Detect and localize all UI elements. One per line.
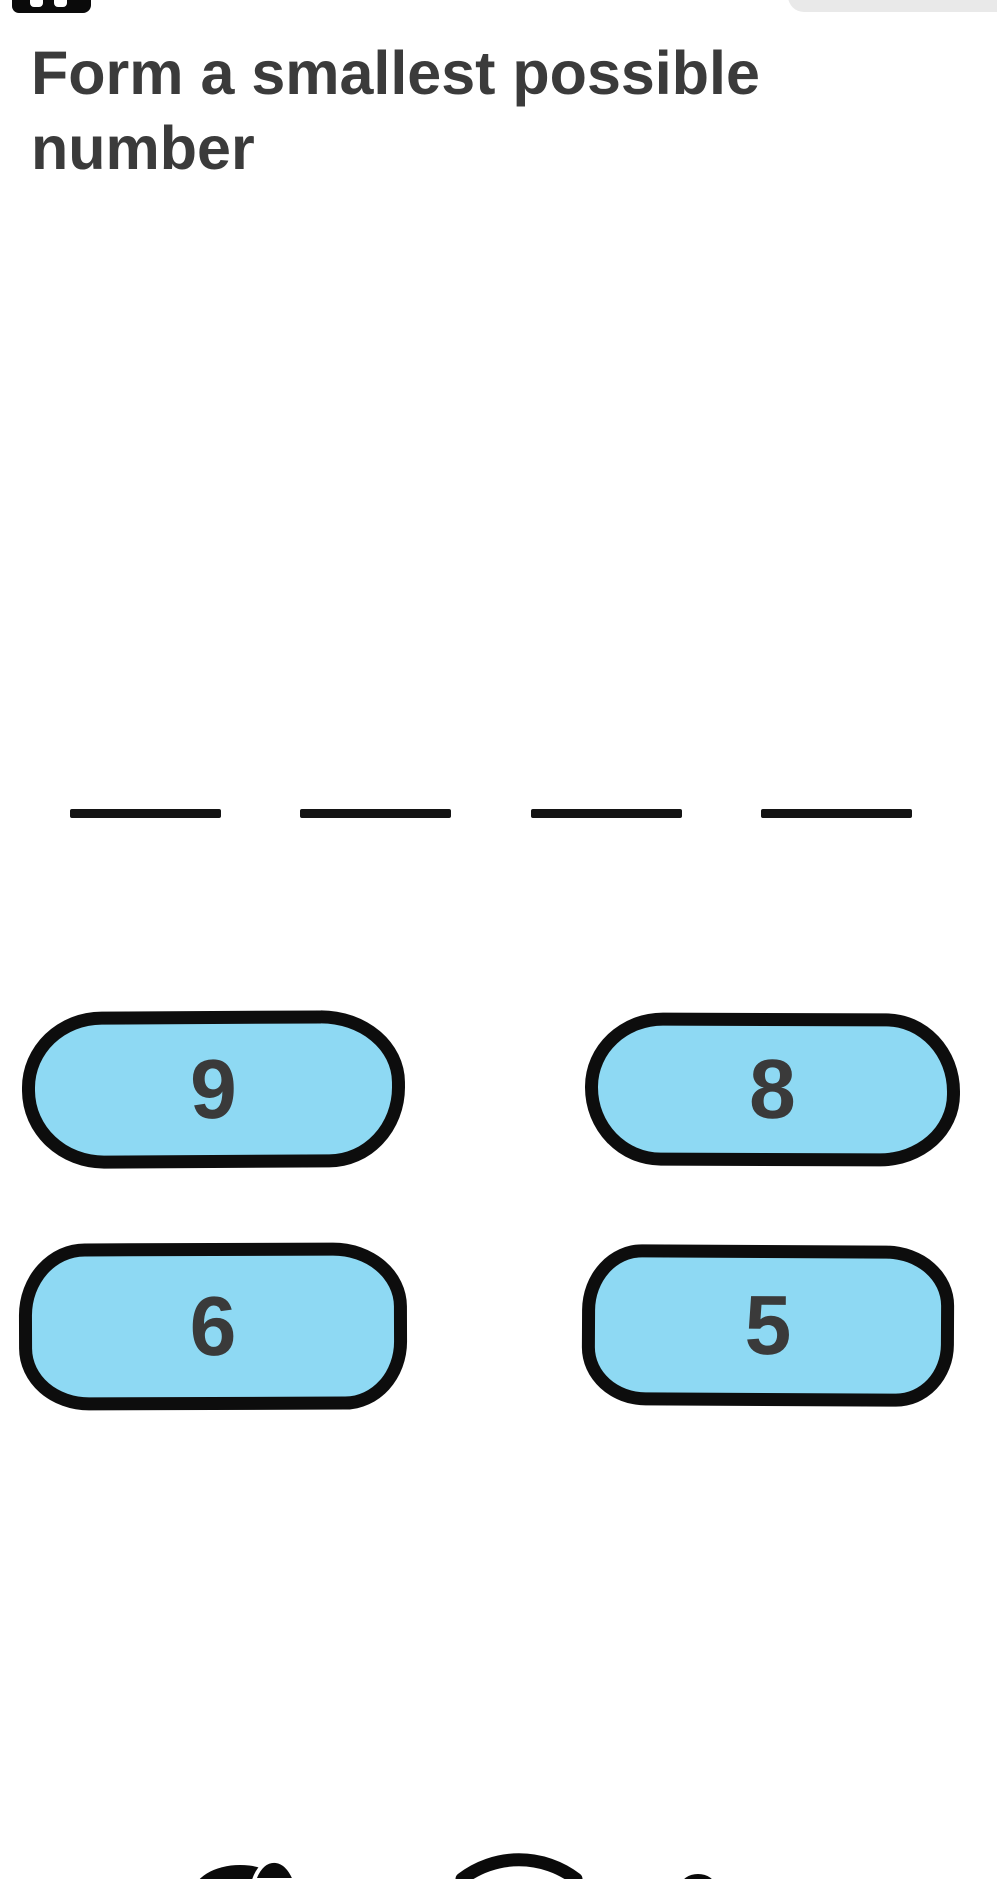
levels-menu-icon[interactable] [12,0,91,13]
answer-slots [70,809,912,818]
character-ear-fragment [252,1858,297,1879]
answer-slot-3[interactable] [530,809,682,818]
number-tile-8[interactable]: 8 [584,1012,961,1167]
circle-outline-fragment [455,1853,583,1879]
levels-menu-icon-notch [30,0,43,7]
answer-slot-1[interactable] [70,809,221,818]
answer-slot-2[interactable] [300,809,452,818]
answer-slot-4[interactable] [760,809,912,818]
small-bump-fragment [684,1874,712,1879]
number-tile-5[interactable]: 5 [581,1244,955,1407]
number-tile-6[interactable]: 6 [18,1242,408,1411]
hint-button[interactable] [788,0,997,12]
question-title-line-1: Form a smallest possible [31,39,760,107]
question-title: Form a smallest possible number [31,36,861,186]
number-tile-9[interactable]: 9 [21,1009,406,1170]
levels-menu-icon-notch [54,0,67,7]
bottom-character-art-fragment [199,1853,712,1879]
character-head-fragment [199,1865,281,1879]
question-title-line-2: number [31,114,255,182]
